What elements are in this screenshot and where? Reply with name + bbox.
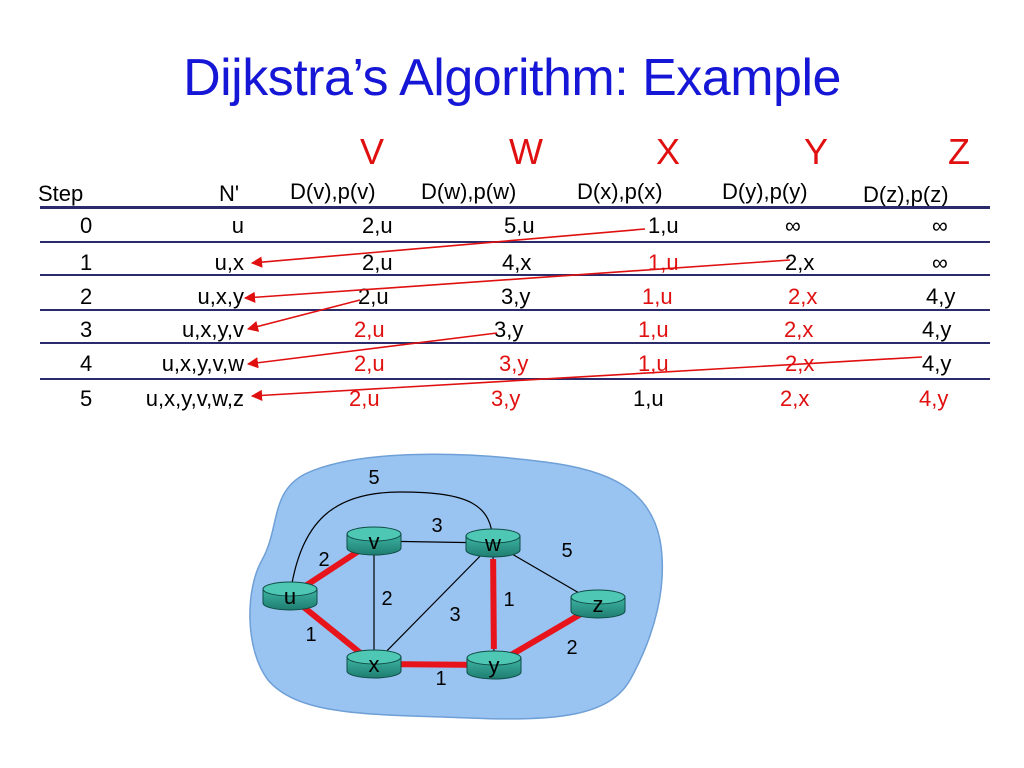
dw-cell: 3,y bbox=[499, 351, 529, 376]
tree-edge-y-z bbox=[506, 609, 586, 660]
table-row-rule bbox=[40, 309, 990, 311]
edge-weight-u-w: 5 bbox=[368, 467, 379, 489]
dz-cell: 4,y bbox=[919, 386, 949, 411]
dz-cell: 4,y bbox=[922, 317, 952, 342]
n-cell: u,x,y bbox=[197, 284, 244, 309]
table-row-rule bbox=[40, 274, 990, 276]
header-dx: D(x),p(x) bbox=[577, 179, 663, 204]
arrow-z-to-n bbox=[250, 356, 923, 402]
step-cell: 4 bbox=[80, 351, 93, 376]
step-cell: 1 bbox=[80, 250, 93, 275]
router-node-w: w bbox=[465, 528, 521, 558]
dw-cell: 3,y bbox=[494, 317, 524, 342]
router-node-x: x bbox=[346, 649, 402, 679]
edge-weight-x-y: 1 bbox=[435, 668, 446, 690]
router-node-v: v bbox=[346, 526, 402, 556]
dz-cell: ∞ bbox=[932, 250, 948, 275]
table-row-rule bbox=[40, 378, 990, 380]
tree-edge-u-x bbox=[300, 603, 364, 657]
header-dv: D(v),p(v) bbox=[290, 179, 376, 204]
dw-cell: 5,u bbox=[504, 213, 535, 238]
dx-cell: 1,u bbox=[638, 317, 669, 342]
dv-cell: 2,u bbox=[362, 213, 393, 238]
n-cell: u,x,y,v,w bbox=[161, 351, 244, 376]
step-cell: 3 bbox=[80, 317, 93, 342]
dx-cell: 1,u bbox=[633, 386, 664, 411]
header-dz: D(z),p(z) bbox=[863, 182, 949, 207]
router-label-u: u bbox=[284, 584, 296, 609]
node-letter-z: Z bbox=[948, 131, 970, 172]
edge-weight-u-v: 2 bbox=[318, 549, 329, 571]
dy-cell: 2,x bbox=[788, 284, 818, 309]
dx-cell: 1,u bbox=[642, 284, 673, 309]
node-letter-x: X bbox=[656, 131, 681, 172]
arrow-y-to-n bbox=[243, 259, 791, 303]
dv-cell: 2,u bbox=[354, 317, 385, 342]
edge-weight-v-x: 2 bbox=[381, 588, 392, 610]
tree-edge-w-y bbox=[490, 558, 497, 650]
dw-cell: 4,x bbox=[502, 250, 532, 275]
header-dw: D(w),p(w) bbox=[421, 179, 517, 204]
router-node-z: z bbox=[570, 589, 626, 619]
dz-cell: 4,y bbox=[926, 284, 956, 309]
dy-cell: 2,x bbox=[780, 386, 810, 411]
dz-cell: ∞ bbox=[932, 213, 948, 238]
step-cell: 2 bbox=[80, 284, 93, 309]
arrow-w-to-n bbox=[246, 332, 498, 369]
dx-cell: 1,u bbox=[648, 213, 679, 238]
dy-cell: 2,x bbox=[784, 317, 814, 342]
node-letter-w: W bbox=[509, 131, 543, 172]
dx-cell: 1,u bbox=[648, 250, 679, 275]
dv-cell: 2,u bbox=[362, 250, 393, 275]
arrow-v-to-n bbox=[246, 299, 361, 332]
router-node-y: y bbox=[466, 650, 522, 680]
header-step: Step bbox=[38, 181, 84, 206]
dy-cell: ∞ bbox=[785, 213, 801, 238]
dy-cell: 2,x bbox=[785, 250, 815, 275]
edge-weight-y-z: 2 bbox=[566, 637, 577, 659]
router-label-z: z bbox=[593, 592, 604, 617]
page-title: Dijkstra’s Algorithm: Example bbox=[183, 49, 841, 107]
router-label-w: w bbox=[484, 531, 501, 556]
step-cell: 5 bbox=[80, 386, 93, 411]
edge-weight-x-w: 3 bbox=[449, 604, 460, 626]
node-letter-v: V bbox=[360, 131, 385, 172]
edge-weight-u-x: 1 bbox=[305, 624, 316, 646]
dw-cell: 3,y bbox=[491, 386, 521, 411]
edge-u-w bbox=[289, 491, 494, 597]
router-node-u: u bbox=[262, 581, 318, 611]
arrow-x-to-n bbox=[250, 228, 646, 268]
dv-cell: 2,u bbox=[354, 351, 385, 376]
router-label-x: x bbox=[369, 652, 380, 677]
edge-x-w bbox=[373, 542, 494, 665]
table-row-rule bbox=[40, 241, 990, 243]
router-label-y: y bbox=[489, 653, 500, 678]
dz-cell: 4,y bbox=[922, 351, 952, 376]
tree-edge-u-v bbox=[301, 547, 363, 590]
router-label-v: v bbox=[369, 529, 380, 554]
table-header-rule bbox=[40, 206, 990, 209]
step-cell: 0 bbox=[80, 213, 93, 238]
edge-weight-v-w: 3 bbox=[431, 515, 442, 537]
table-row-rule bbox=[40, 342, 990, 344]
node-letter-y: Y bbox=[804, 131, 829, 172]
n-cell: u,x bbox=[214, 250, 244, 275]
header-n: N' bbox=[219, 181, 240, 206]
dw-cell: 3,y bbox=[501, 284, 531, 309]
n-cell: u,x,y,v,w,z bbox=[145, 386, 244, 411]
header-dy: D(y),p(y) bbox=[722, 179, 808, 204]
n-cell: u,x,y,v bbox=[182, 317, 244, 342]
n-cell: u bbox=[231, 213, 244, 238]
edge-weight-w-y: 1 bbox=[503, 589, 514, 611]
edge-weight-w-z: 5 bbox=[561, 540, 572, 562]
tree-edge-x-y bbox=[389, 661, 479, 668]
